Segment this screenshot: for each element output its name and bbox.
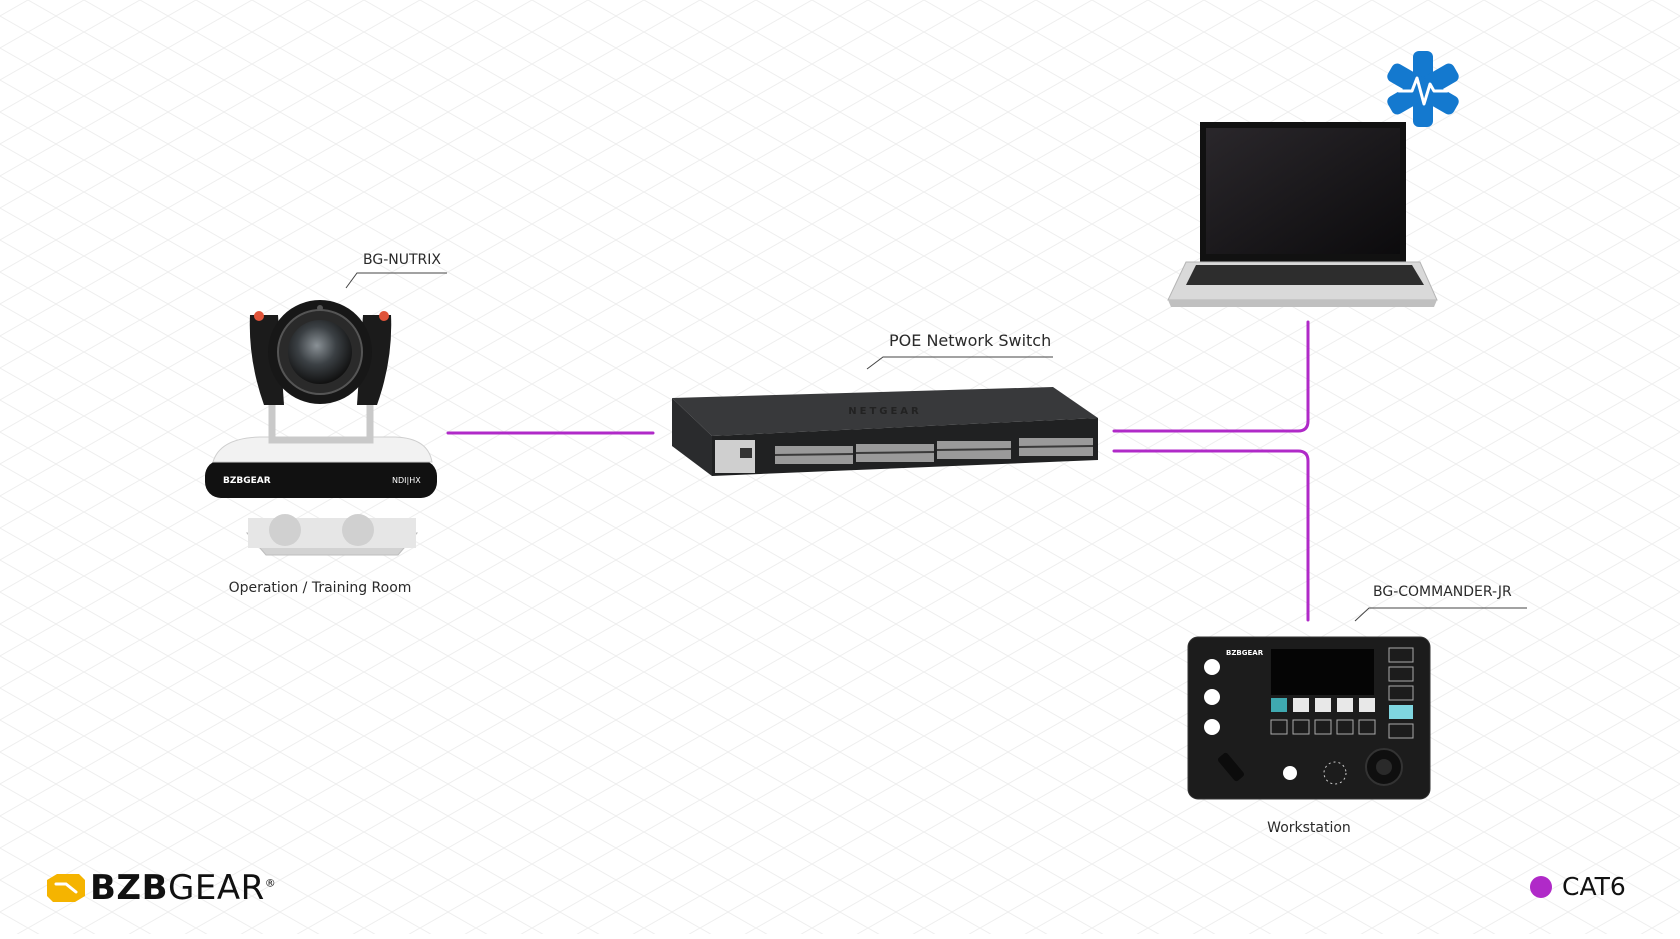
switch-label: POE Network Switch	[889, 331, 1051, 350]
logo-brand-light: GEAR	[167, 868, 265, 908]
controller-location-label: Workstation	[1267, 820, 1351, 836]
switch-label-callout	[866, 356, 1053, 370]
camera-ndi-text: NDI|HX	[392, 476, 421, 485]
logo-brand-bold: BZB	[90, 868, 168, 908]
camera-location-label: Operation / Training Room	[229, 580, 412, 596]
logo-registered-mark: ®	[264, 876, 277, 890]
controller-model-label: BG-COMMANDER-JR	[1373, 584, 1512, 600]
switch-brand-text: NETGEAR	[848, 406, 922, 417]
legend-cat6-label: CAT6	[1562, 872, 1626, 901]
commander-controller: BZBGEAR	[1187, 636, 1431, 800]
bzbgear-logo-mark	[47, 874, 85, 902]
legend: CAT6	[1530, 872, 1626, 901]
ptz-camera: BZBGEAR NDI|HX	[205, 300, 437, 556]
cat6-line-switch-controller	[1112, 449, 1310, 622]
medical-star-of-life-icon	[1387, 51, 1459, 127]
cat6-line-switch-laptop	[1112, 320, 1310, 433]
camera-model-label: BG-NUTRIX	[363, 252, 441, 268]
camera-brand-text: BZBGEAR	[223, 476, 271, 486]
cat6-connections	[446, 320, 1310, 622]
poe-network-switch: NETGEAR	[672, 387, 1098, 476]
controller-brand-text: BZBGEAR	[1226, 649, 1264, 657]
legend-cat6-swatch	[1530, 875, 1552, 898]
bzbgear-logo-text: BZBGEAR®	[90, 868, 276, 908]
camera-label-callout	[345, 272, 447, 289]
controller-label-callout	[1354, 607, 1527, 622]
laptop	[1167, 122, 1438, 307]
